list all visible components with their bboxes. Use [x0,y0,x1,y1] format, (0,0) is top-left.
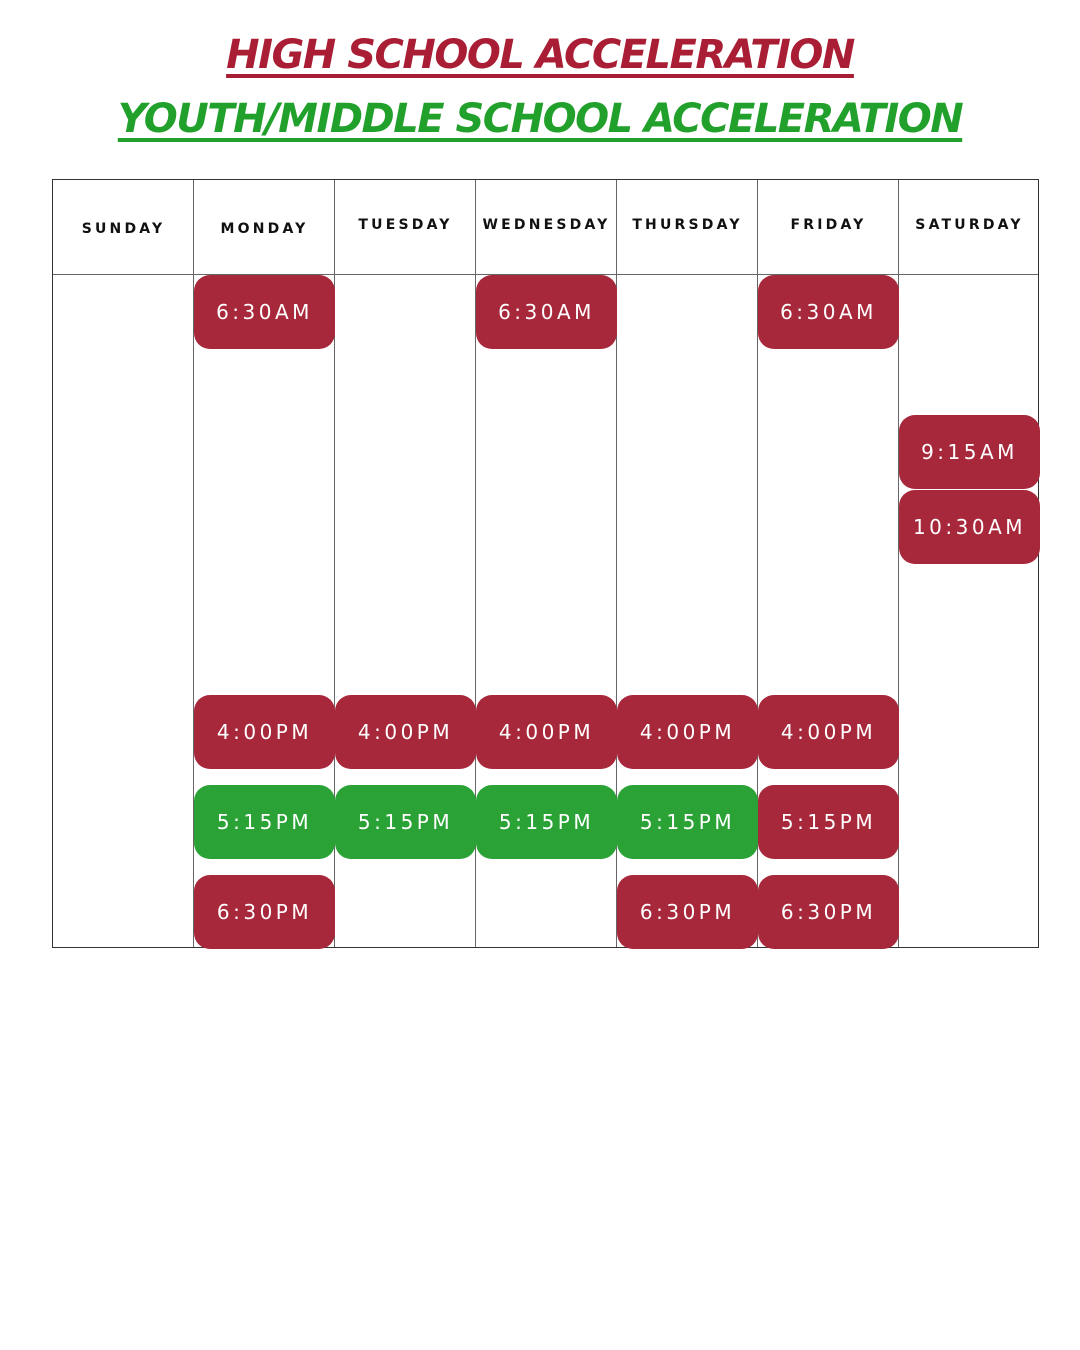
weekly-schedule-grid: SUNDAY MONDAY TUESDAY WEDNESDAY THURSDAY… [52,179,1040,949]
column-divider [616,180,617,947]
header-tuesday: TUESDAY [358,217,453,233]
session-friday-515pm: 5:15PM [758,785,899,859]
header-monday: MONDAY [220,221,309,237]
session-tuesday-400pm: 4:00PM [335,695,476,769]
header-sunday: SUNDAY [81,221,166,237]
session-thursday-630pm: 6:30PM [617,875,758,949]
session-monday-515pm: 5:15PM [194,785,335,859]
title-youth-middle-school-acceleration: YOUTH/MIDDLE SCHOOL ACCELERATION [117,96,964,142]
session-saturday-915am: 9:15AM [899,415,1040,489]
column-divider [193,180,194,947]
session-thursday-515pm: 5:15PM [617,785,758,859]
title-high-school-acceleration: HIGH SCHOOL ACCELERATION [226,32,855,78]
header-friday: FRIDAY [790,217,867,233]
session-saturday-1030am: 10:30AM [899,490,1040,564]
session-friday-630pm: 6:30PM [758,875,899,949]
session-monday-630am: 6:30AM [194,275,335,349]
session-friday-630am: 6:30AM [758,275,899,349]
session-friday-400pm: 4:00PM [758,695,899,769]
header-thursday: THURSDAY [632,217,743,233]
column-divider [757,180,758,947]
column-divider [475,180,476,947]
session-tuesday-515pm: 5:15PM [335,785,476,859]
header-divider [53,274,1038,275]
session-wednesday-400pm: 4:00PM [476,695,617,769]
session-thursday-400pm: 4:00PM [617,695,758,769]
header-saturday: SATURDAY [915,217,1024,233]
column-divider [898,180,899,947]
session-wednesday-515pm: 5:15PM [476,785,617,859]
session-monday-630pm: 6:30PM [194,875,335,949]
session-monday-400pm: 4:00PM [194,695,335,769]
session-wednesday-630am: 6:30AM [476,275,617,349]
header-wednesday: WEDNESDAY [482,217,611,233]
column-divider [334,180,335,947]
